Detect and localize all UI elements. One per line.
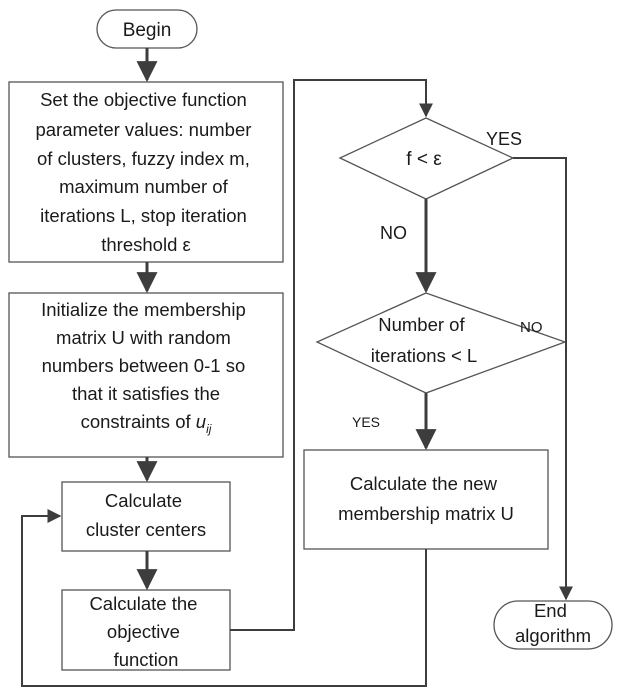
new-u-line-1: Calculate the new <box>350 473 498 494</box>
calculate-new-membership-box: Calculate the new membership matrix U <box>303 449 549 550</box>
calculate-cluster-centers-text: Calculate cluster centers <box>86 490 206 540</box>
calculate-cluster-centers-box: Calculate cluster centers <box>61 481 231 552</box>
init-line-4: that it satisfies the <box>72 383 220 404</box>
set-params-line-4: maximum number of <box>59 176 228 197</box>
objective-line-1: Calculate the <box>89 593 197 614</box>
set-params-line-6: threshold ε <box>101 234 191 255</box>
new-u-line-2: membership matrix U <box>338 503 514 524</box>
end-node: End algorithm <box>493 600 613 650</box>
label-yes-top: YES <box>486 129 522 149</box>
initialize-membership-text: Initialize the membership matrix U with … <box>41 299 251 404</box>
set-parameters-text: Set the objective function parameter val… <box>35 89 256 255</box>
iter-line-2: iterations < L <box>371 345 477 366</box>
decision-iterations-text: Number of iterations < L <box>371 314 477 366</box>
begin-node: Begin <box>96 9 198 49</box>
end-line-1: End <box>534 600 567 621</box>
thin-connectors <box>21 79 573 687</box>
init-line-2: matrix U with random <box>56 327 231 348</box>
init-u-subscript: ij <box>206 422 212 436</box>
centers-line-2: cluster centers <box>86 519 206 540</box>
set-params-line-2: parameter values: number <box>35 119 251 140</box>
set-params-line-1: Set the objective function <box>40 89 247 110</box>
calculate-new-membership-text: Calculate the new membership matrix U <box>338 473 514 524</box>
init-line-5: constraints of uij <box>81 411 212 436</box>
end-line-2: algorithm <box>515 625 591 646</box>
centers-line-1: Calculate <box>105 490 182 511</box>
arrow-yes-to-end <box>513 157 573 601</box>
label-no-left: NO <box>380 223 407 243</box>
init-line-3: numbers between 0-1 so <box>42 355 246 376</box>
calculate-objective-box: Calculate the objective function <box>61 589 231 671</box>
objective-line-2: objective <box>107 621 180 642</box>
set-params-line-5: iterations L, stop iteration <box>40 205 247 226</box>
set-params-line-3: of clusters, fuzzy index m, <box>37 148 250 169</box>
label-no-right: NO <box>520 319 543 336</box>
init-line-5-prefix: constraints of <box>81 411 196 432</box>
init-line-1: Initialize the membership <box>41 299 246 320</box>
end-text: End algorithm <box>515 600 591 646</box>
calculate-objective-text: Calculate the objective function <box>89 593 202 670</box>
connectors <box>136 48 437 591</box>
iter-line-1: Number of <box>378 314 465 335</box>
arrow-objective-to-decision <box>230 79 433 631</box>
set-parameters-box: Set the objective function parameter val… <box>8 81 284 263</box>
objective-line-3: function <box>114 649 179 670</box>
initialize-membership-box: Initialize the membership matrix U with … <box>8 292 284 458</box>
init-u-symbol: u <box>196 411 206 432</box>
begin-label: Begin <box>123 20 172 41</box>
decision-iterations: Number of iterations < L <box>315 292 567 394</box>
decision-f-text: f < ε <box>406 149 442 170</box>
arrow-loop-back <box>21 509 427 687</box>
label-yes-bottom: YES <box>352 414 380 430</box>
